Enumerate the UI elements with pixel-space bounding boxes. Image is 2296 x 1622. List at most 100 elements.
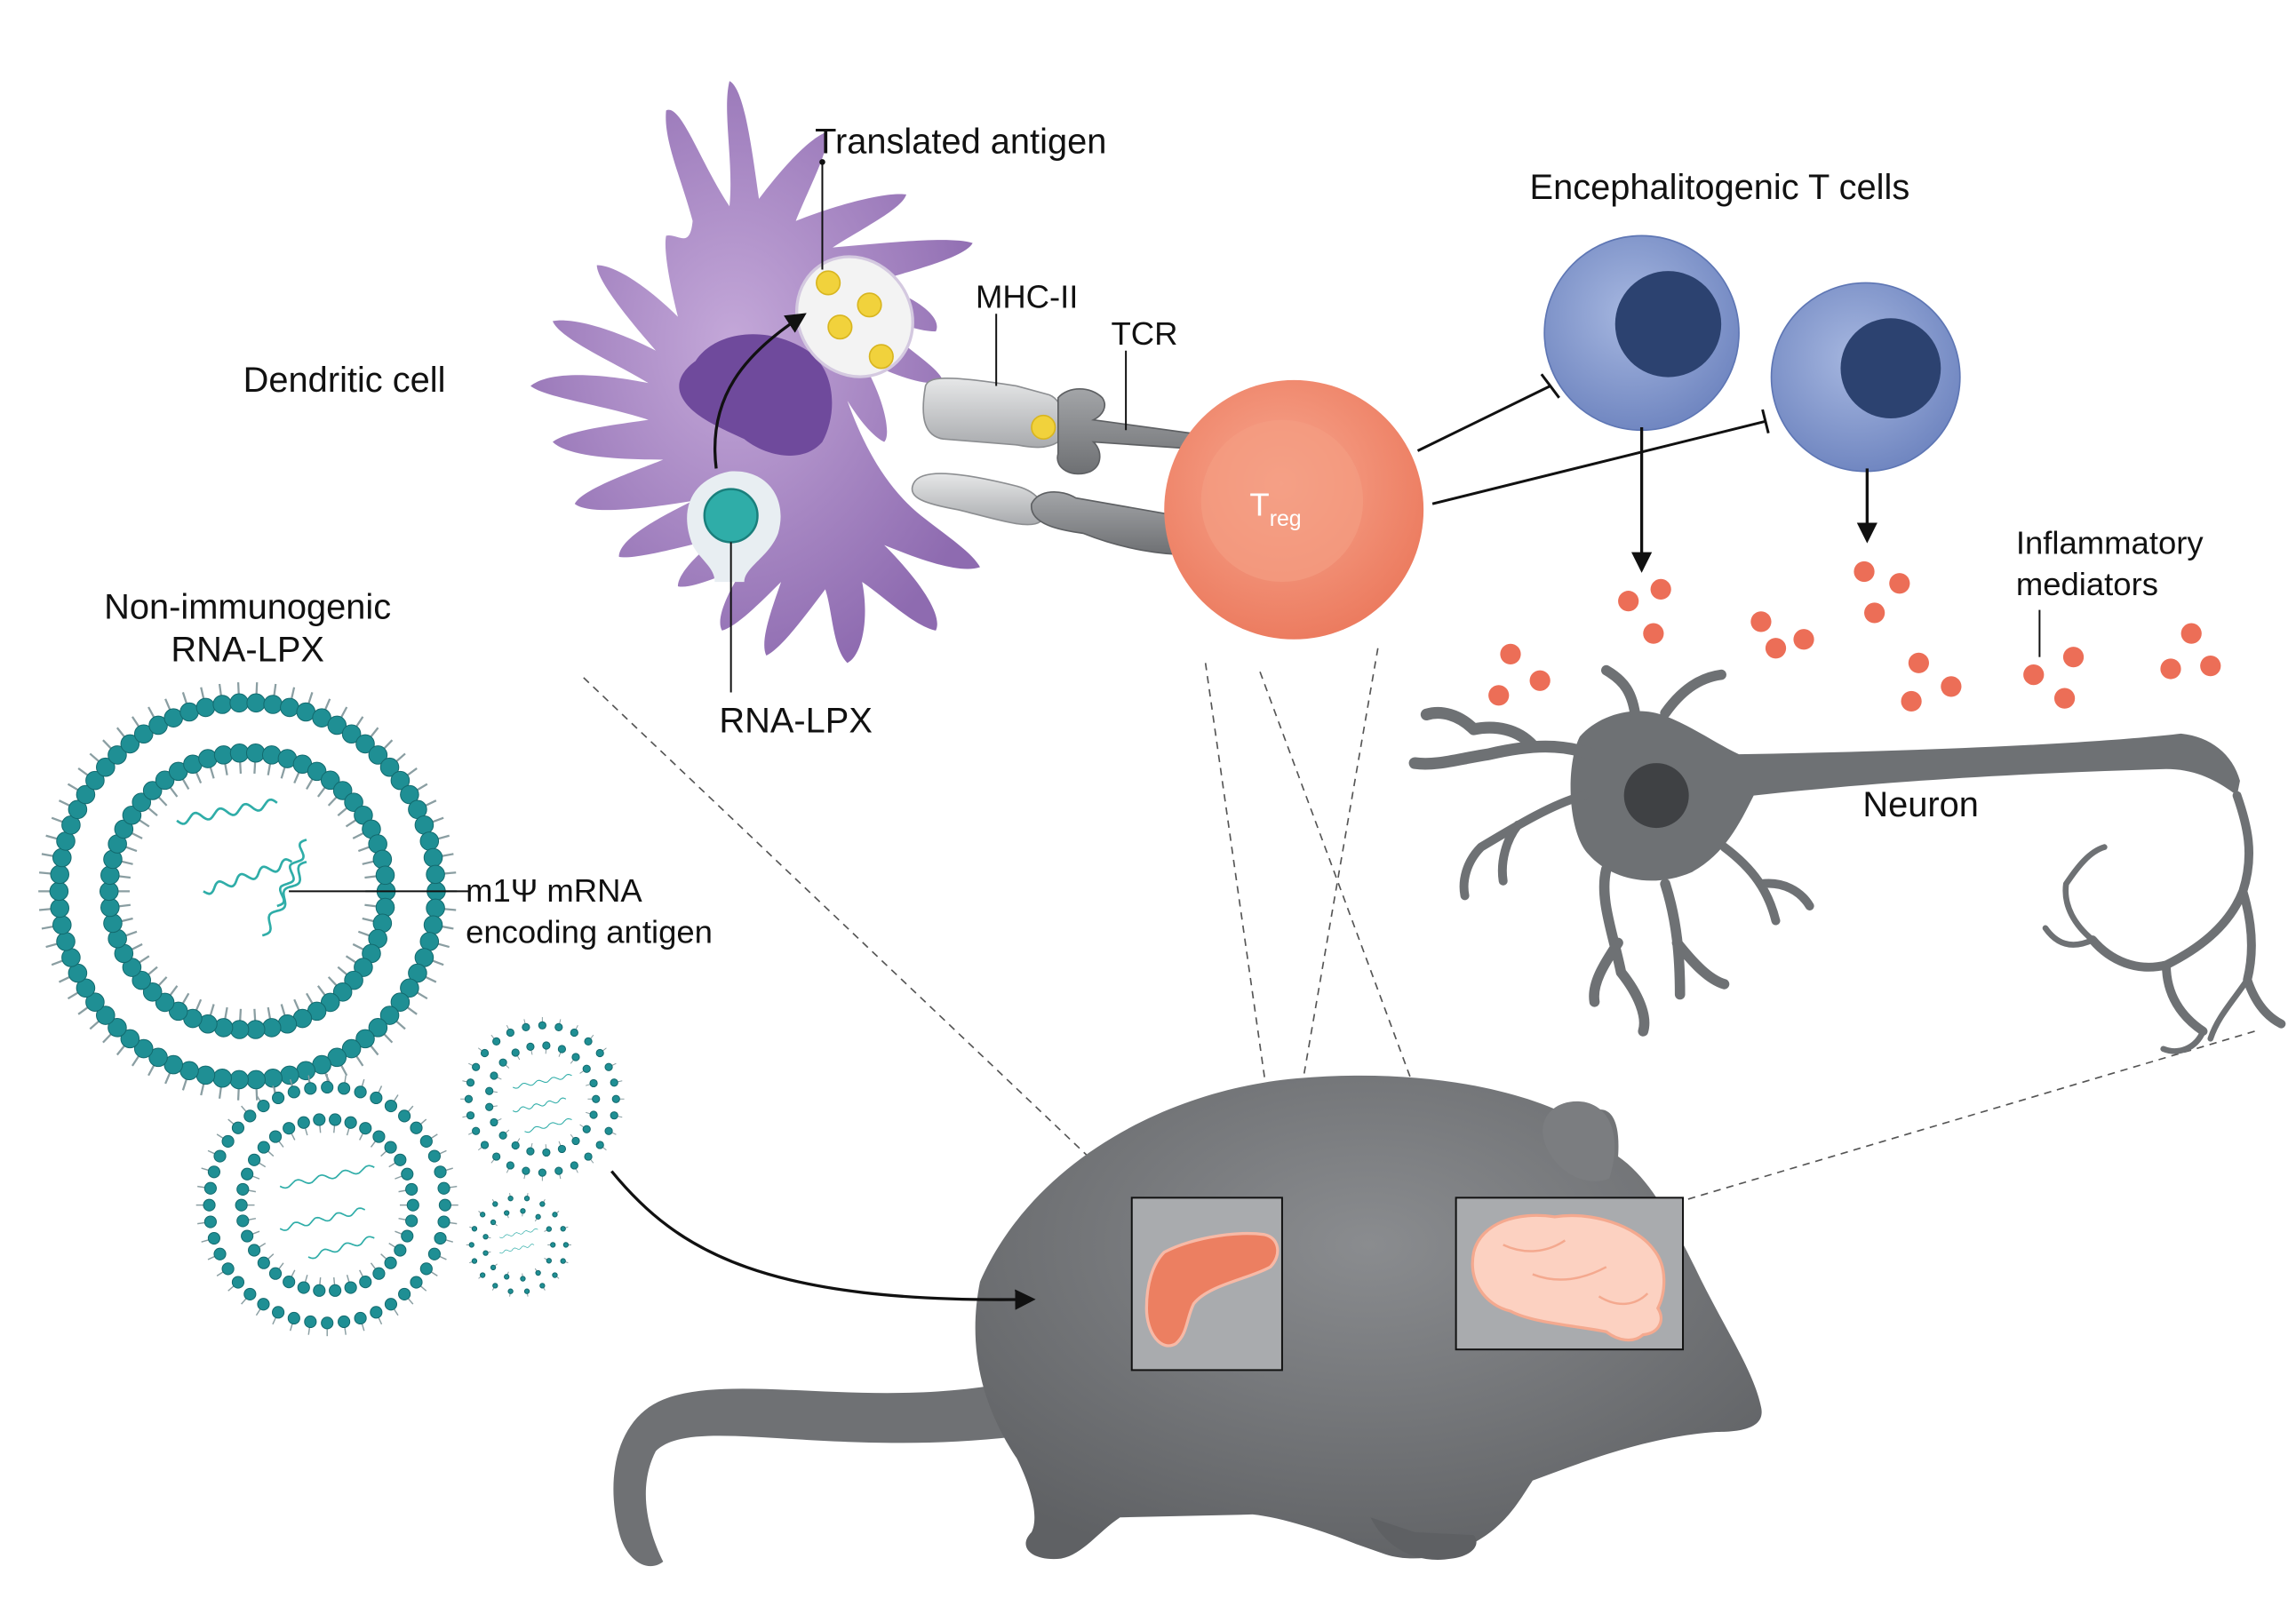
lipid-head	[479, 1272, 486, 1278]
lipid-head	[263, 1068, 283, 1088]
lipid-head	[504, 1274, 510, 1280]
lipid-head	[557, 1045, 567, 1054]
lipid-head	[213, 1018, 234, 1038]
lipid-head	[257, 1141, 270, 1154]
lipid-head	[257, 1256, 270, 1269]
lipid-head	[423, 915, 443, 935]
lipid-head	[142, 982, 163, 1002]
neuron-label: Neuron	[1862, 785, 1979, 824]
lipid-head	[313, 1284, 326, 1297]
lipid-head	[207, 1231, 220, 1245]
lipid-head	[359, 1276, 372, 1289]
mediator-dot	[1650, 578, 1671, 600]
lipid-head	[99, 881, 119, 902]
lipid-head	[179, 702, 199, 722]
lipid-head	[133, 1038, 154, 1059]
lipid-head	[133, 724, 154, 743]
lipid-head	[471, 1258, 478, 1264]
mrna-strand	[499, 1228, 538, 1238]
lipid-head	[76, 784, 96, 805]
mediator-dot	[2200, 656, 2221, 677]
lipid-head	[482, 1250, 489, 1256]
mrna-label-line1: m1Ψ mRNA	[466, 872, 642, 909]
lipid-head	[229, 693, 249, 713]
lipid-head	[332, 982, 353, 1002]
mediator-dot	[1529, 670, 1551, 691]
neuron-soma	[1570, 711, 2240, 881]
lipid-head	[246, 1069, 266, 1090]
mrna-strand	[512, 1097, 567, 1113]
lipid-head	[56, 831, 76, 851]
lipid-head	[307, 761, 327, 782]
lipid-head	[506, 1028, 514, 1038]
lipid-head	[539, 1283, 546, 1289]
release-arrows	[1630, 426, 1877, 573]
lipid-head	[507, 1288, 514, 1294]
mediator-dot	[1854, 561, 1875, 583]
rna-lpx-label: RNA-LPX	[719, 701, 872, 740]
rna-lpx-particle	[703, 488, 759, 544]
inflammatory-label-line2: mediators	[2016, 566, 2158, 602]
lipid-head	[438, 1198, 451, 1212]
lipid-head	[370, 1306, 383, 1319]
mrna-strand	[203, 858, 293, 895]
inflammatory-label-line1: Inflammatory	[2016, 525, 2204, 561]
inflammatory-mediators	[1488, 561, 2221, 712]
lipid-head	[85, 770, 105, 791]
mediator-dot	[1941, 676, 1962, 697]
neuron-nucleus	[1623, 763, 1689, 829]
lipid-head	[96, 757, 116, 777]
lipid-head	[287, 1311, 300, 1325]
lipid-head	[354, 1311, 367, 1325]
lipid-head	[406, 1198, 419, 1212]
lipid-head	[492, 1037, 501, 1046]
lipid-head	[100, 897, 120, 918]
lipid-head	[419, 1262, 433, 1276]
lipid-head	[277, 1014, 298, 1034]
lipid-head	[401, 1229, 414, 1243]
presented-antigen	[1031, 414, 1056, 441]
lipid-head	[526, 1147, 535, 1156]
lipid-head	[203, 1181, 217, 1195]
lipid-head	[320, 770, 340, 791]
mediator-dot	[1889, 573, 1910, 594]
treg-nucleus	[1200, 419, 1364, 583]
mouse-foot	[1370, 1517, 1477, 1560]
lipid-head	[241, 1167, 254, 1181]
lipid-head	[611, 1094, 620, 1103]
lipid-head	[122, 805, 142, 825]
lipid-head	[355, 1029, 375, 1049]
lipid-head	[155, 770, 175, 791]
lipid-head	[207, 1165, 220, 1179]
lipid-head	[268, 1267, 283, 1280]
lipid-head	[522, 1166, 530, 1175]
translated-antigen-dots	[816, 270, 894, 370]
lipid-head	[287, 1085, 300, 1099]
mediator-dot	[1793, 629, 1814, 650]
lipid-head	[589, 1078, 598, 1088]
lipid-head	[398, 1109, 411, 1123]
lipid-head	[526, 1042, 535, 1051]
lipid-head	[498, 1058, 507, 1067]
encephalitogenic-t-cell-2	[1770, 282, 1961, 473]
lipid-head	[108, 1018, 127, 1038]
lipid-head	[341, 1038, 362, 1059]
lipid-head	[468, 1242, 474, 1248]
lipid-head	[132, 970, 152, 990]
lipid-head	[589, 1110, 598, 1119]
lipid-head	[604, 1126, 613, 1135]
lipid-head	[538, 1168, 546, 1177]
lipid-head	[490, 1264, 497, 1271]
mediator-dot	[1765, 638, 1787, 659]
lipid-head	[414, 815, 434, 835]
mediator-dot	[2180, 623, 2202, 644]
lipid-head	[427, 1149, 441, 1163]
lipid-head	[405, 1182, 419, 1196]
lipid-head	[203, 1198, 216, 1212]
mediator-dot	[1500, 643, 1521, 664]
lipid-head	[108, 745, 127, 765]
lipid-head	[535, 1213, 541, 1220]
lipid-head	[257, 1298, 270, 1311]
tcr-label: TCR	[1112, 315, 1178, 352]
injection-arrow	[610, 1170, 1036, 1310]
